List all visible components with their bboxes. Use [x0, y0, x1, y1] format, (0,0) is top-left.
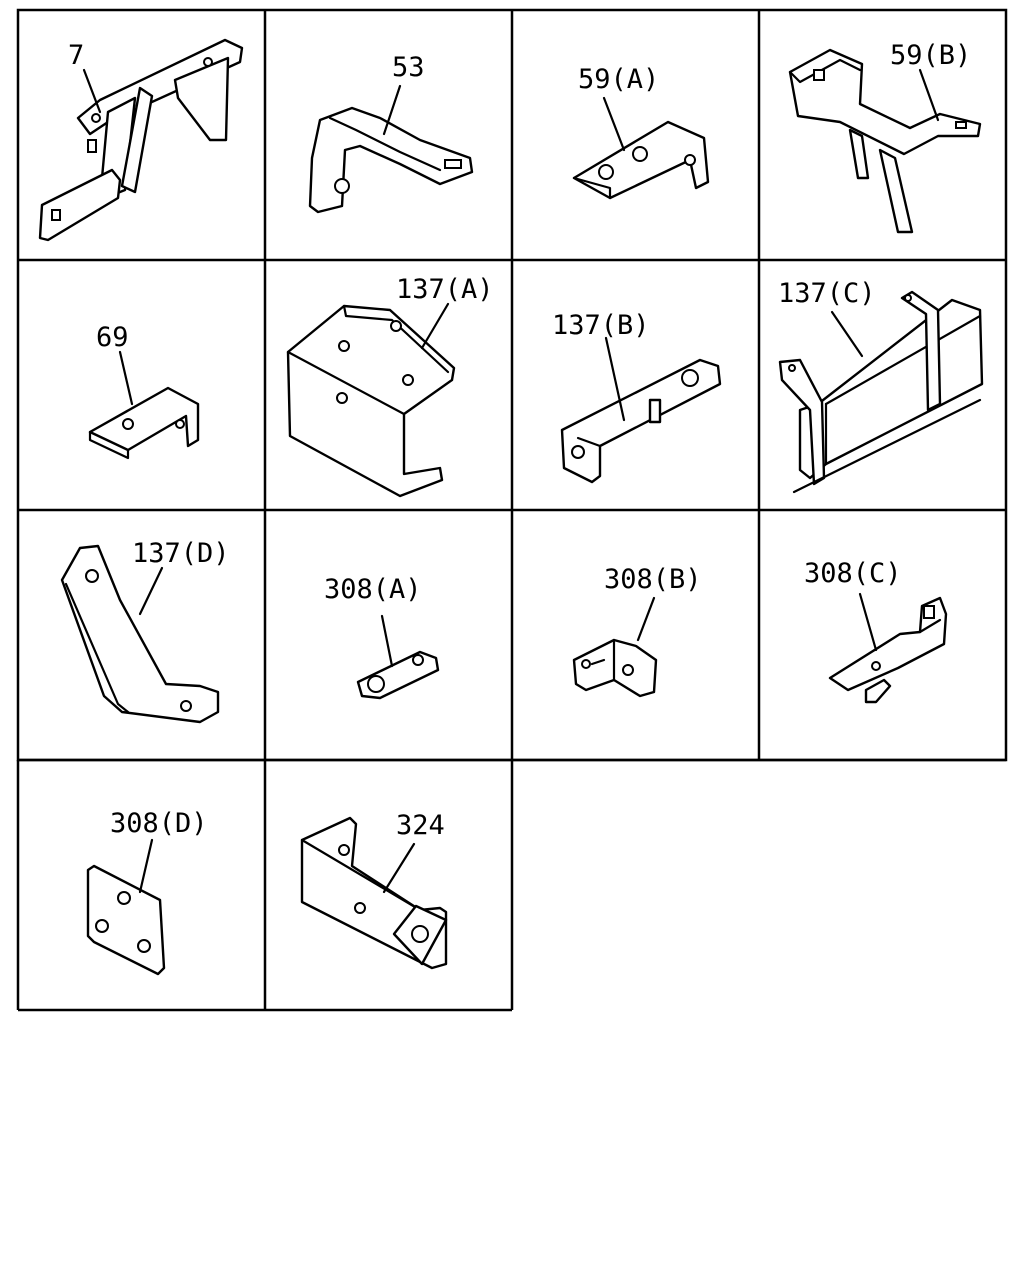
- part-cell-59a: 59(A): [572, 64, 710, 200]
- parts-grid: [16, 8, 1008, 1012]
- part-label-137d: 137(D): [132, 538, 230, 569]
- part-cell-308b: 308(B): [572, 564, 702, 698]
- part-label-137c: 137(C): [778, 278, 876, 309]
- part-cell-137a: 137(A): [286, 274, 494, 498]
- part-label-324: 324: [396, 810, 445, 841]
- part-cell-59b: 59(B): [788, 40, 982, 234]
- part-label-137b: 137(B): [552, 310, 650, 341]
- part-label-59a: 59(A): [578, 64, 659, 95]
- part-label-7: 7: [68, 40, 84, 71]
- part-cell-137b: 137(B): [552, 310, 722, 484]
- part-label-137a: 137(A): [396, 274, 494, 305]
- part-cell-69: 69: [88, 322, 200, 460]
- part-cell-308a: 308(A): [324, 574, 440, 700]
- part-cell-308d: 308(D): [86, 808, 208, 976]
- part-label-308a: 308(A): [324, 574, 422, 605]
- part-cell-53: 53: [308, 52, 474, 214]
- part-cell-308c: 308(C): [804, 558, 948, 704]
- part-label-308b: 308(B): [604, 564, 702, 595]
- part-label-308c: 308(C): [804, 558, 902, 589]
- part-cell-137d: 137(D): [60, 538, 230, 724]
- part-label-308d: 308(D): [110, 808, 208, 839]
- part-label-53: 53: [392, 52, 425, 83]
- part-label-69: 69: [96, 322, 129, 353]
- part-cell-7: 7: [38, 38, 244, 242]
- part-label-59b: 59(B): [890, 40, 971, 71]
- part-cell-137c: 137(C): [778, 278, 984, 494]
- part-cell-324: 324: [300, 810, 448, 970]
